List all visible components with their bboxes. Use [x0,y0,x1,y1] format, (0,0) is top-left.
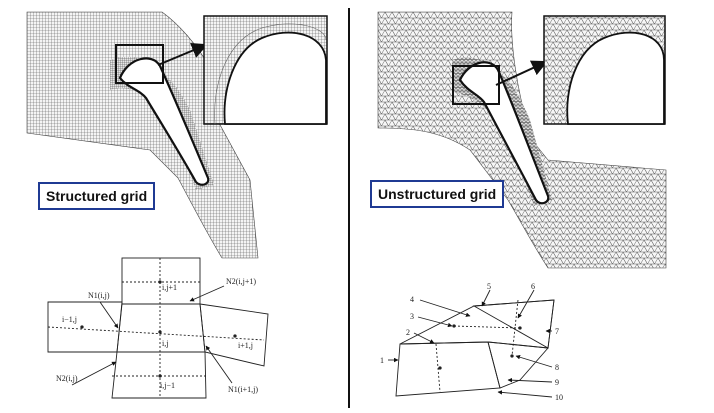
unstructured-stencil-numbers: 1 2 3 4 5 6 7 8 9 10 [380,282,563,402]
number-3: 3 [410,312,414,321]
cell-label-right: i+1,j [238,341,253,350]
unstructured-mesh [377,11,667,269]
cell-label-center: i,j [162,339,168,348]
structured-zoom-inset [203,15,328,125]
cell-label-top: i,j+1 [162,283,177,292]
unstructured-stencil-diagram [388,289,555,398]
structured-stencil-labels: i,j+1 i−1,j i,j i+1,j i,j−1 N1(i,j) N2(i… [56,277,258,394]
node-label-n1-ij: N1(i,j) [88,291,110,300]
unstructured-zoom-inset [543,15,666,125]
structured-mesh [26,11,259,259]
number-9: 9 [555,378,559,387]
number-2: 2 [406,328,410,337]
node-label-n2-ij: N2(i,j) [56,374,78,383]
cell-label-bottom: i,j−1 [160,381,175,390]
panel-divider [348,8,350,408]
structured-grid-caption: Structured grid [38,182,156,210]
number-1: 1 [380,356,384,365]
node-label-n2-ij1: N2(i,j+1) [226,277,256,286]
number-8: 8 [555,363,559,372]
cell-label-left: i−1,j [62,315,77,324]
node-label-n1-i1j: N1(i+1,j) [228,385,258,394]
number-10: 10 [555,393,563,402]
number-6: 6 [531,282,535,291]
number-5: 5 [487,282,491,291]
structured-stencil-diagram [47,257,269,399]
number-7: 7 [555,327,559,336]
number-4: 4 [410,295,414,304]
unstructured-grid-caption: Unstructured grid [370,180,505,208]
